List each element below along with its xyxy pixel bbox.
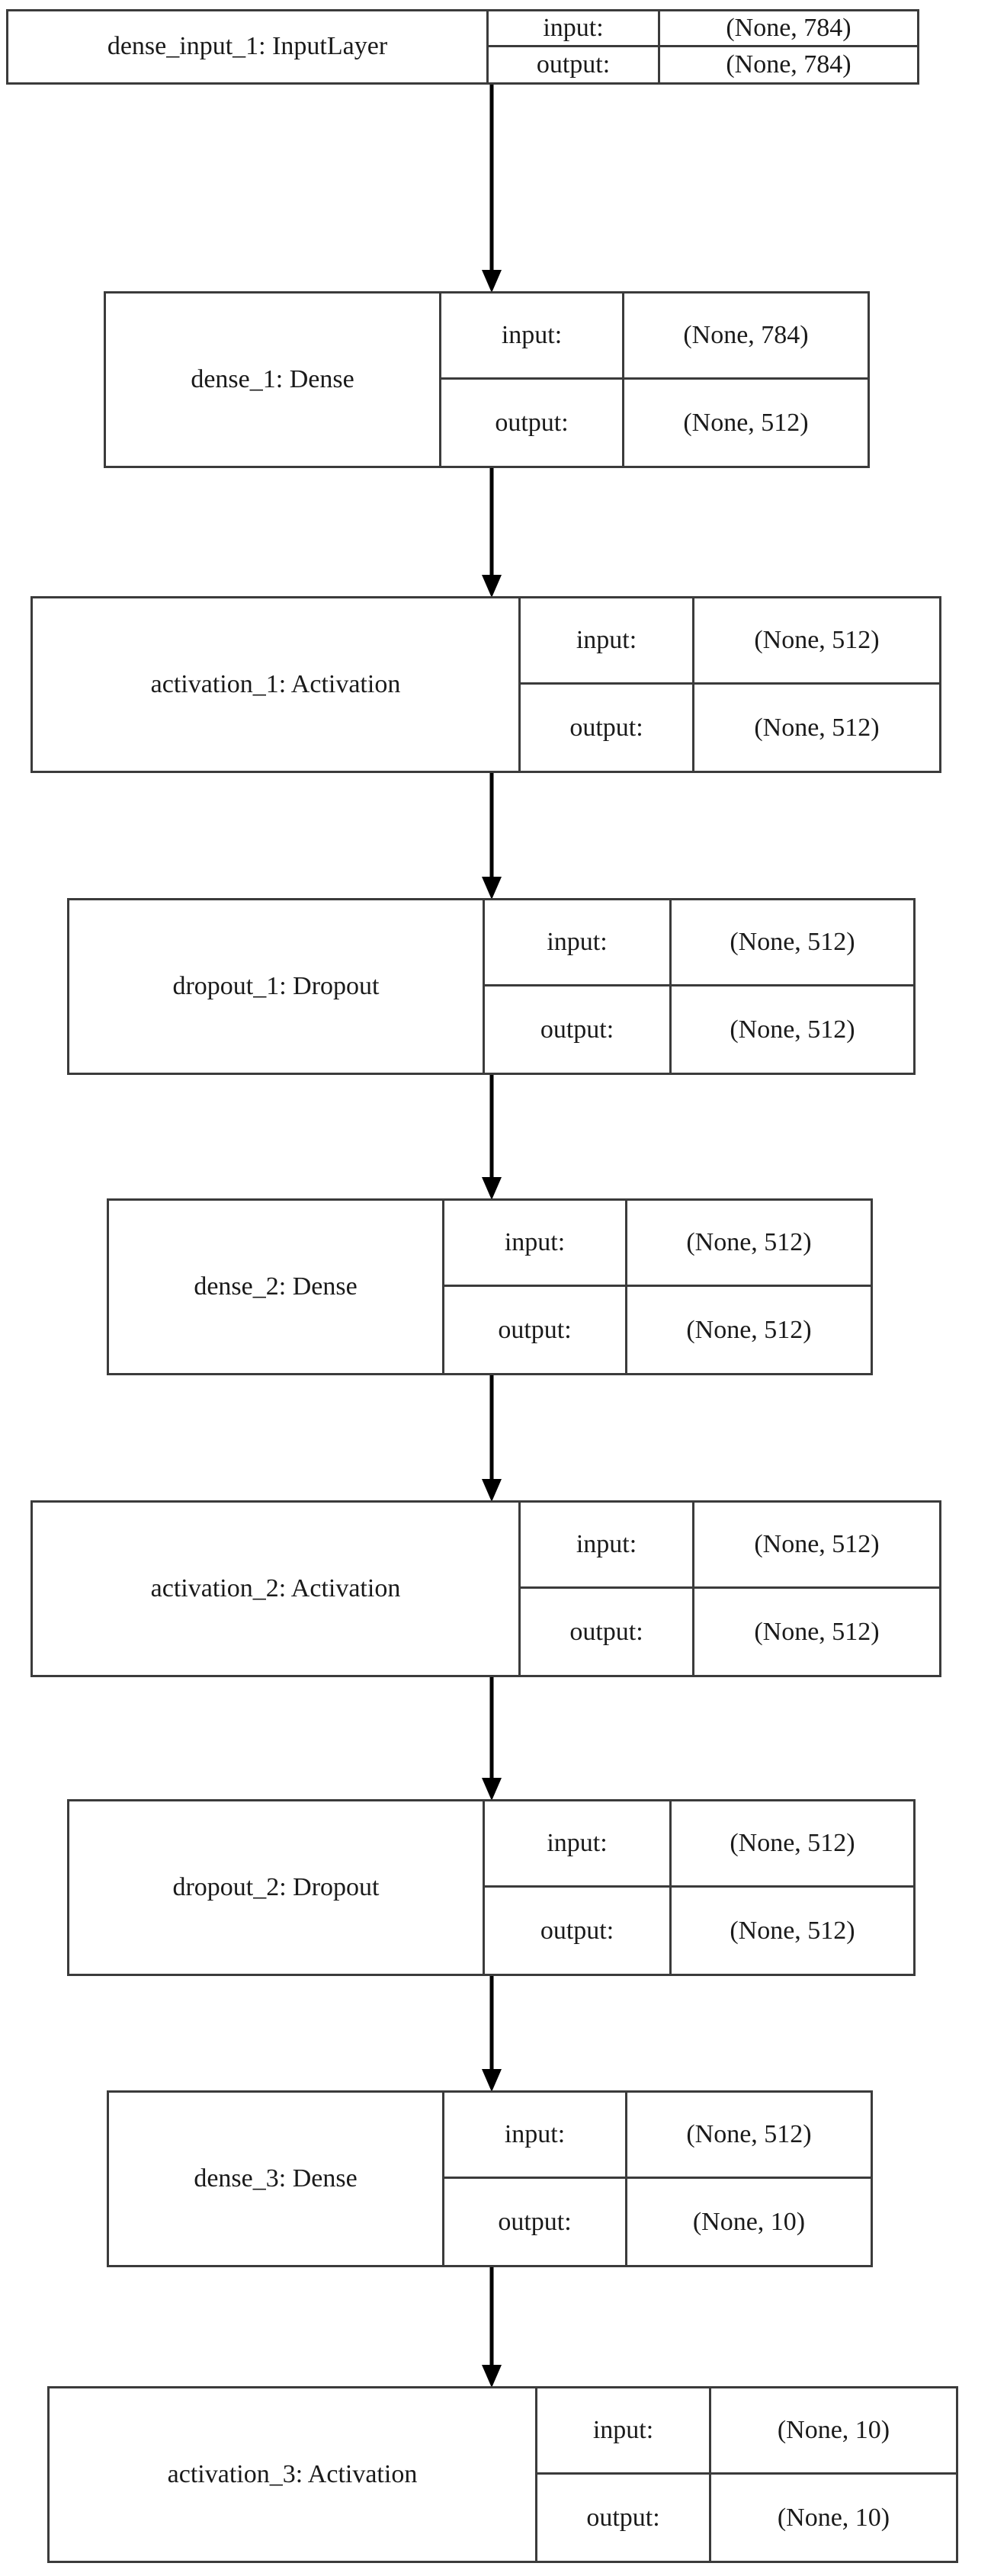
layer-name-label: dense_2: Dense	[109, 1201, 444, 1373]
io-row-output: output: (None, 512)	[485, 986, 913, 1073]
input-shape-value: (None, 784)	[683, 321, 809, 349]
layer-io-table: input: (None, 784) output: (None, 784)	[489, 11, 917, 82]
io-row-input: input: (None, 512)	[521, 1503, 939, 1589]
io-row-input: input: (None, 784)	[441, 294, 868, 380]
output-shape-value: (None, 10)	[692, 2207, 806, 2236]
input-label: input:	[521, 598, 694, 682]
layer-io-table: input: (None, 512) output: (None, 512)	[521, 1503, 939, 1675]
output-shape-value: (None, 512)	[730, 1916, 855, 1945]
arrow-head-icon	[482, 2365, 502, 2388]
input-shape-value: (None, 784)	[726, 13, 851, 42]
input-label: input:	[444, 2093, 627, 2177]
arrow-head-icon	[482, 2069, 502, 2092]
output-shape-value: (None, 512)	[686, 1315, 812, 1344]
output-shape-value: (None, 512)	[730, 1015, 855, 1044]
layer-io-table: input: (None, 784) output: (None, 512)	[441, 294, 868, 466]
layer-io-table: input: (None, 512) output: (None, 512)	[485, 1801, 913, 1974]
edge-arrow	[482, 1677, 502, 1801]
output-label: output:	[441, 380, 624, 466]
input-shape-value: (None, 512)	[754, 1530, 880, 1558]
edge-arrow	[482, 85, 502, 293]
input-label: input:	[521, 1503, 694, 1586]
output-shape-value: (None, 784)	[726, 50, 851, 79]
input-shape-value: (None, 10)	[777, 2416, 890, 2444]
output-label: output:	[521, 1589, 694, 1675]
layer-name-label: dropout_2: Dropout	[69, 1801, 485, 1974]
io-row-output: output: (None, 10)	[537, 2475, 956, 2561]
edge-arrow	[482, 1375, 502, 1502]
input-label: input:	[444, 1201, 627, 1285]
arrow-head-icon	[482, 575, 502, 598]
edge-arrow	[482, 2267, 502, 2388]
input-shape-value: (None, 512)	[730, 1829, 855, 1857]
layer-name-label: activation_2: Activation	[33, 1503, 521, 1675]
io-row-input: input: (None, 512)	[485, 900, 913, 986]
io-row-input: input: (None, 512)	[485, 1801, 913, 1888]
edge-arrow	[482, 1976, 502, 2092]
output-label: output:	[485, 1888, 672, 1974]
io-row-output: output: (None, 512)	[521, 685, 939, 771]
layer-name-label: dense_1: Dense	[106, 294, 441, 466]
output-label: output:	[489, 47, 660, 82]
input-label: input:	[441, 294, 624, 377]
layer-io-table: input: (None, 10) output: (None, 10)	[537, 2388, 956, 2561]
input-shape-value: (None, 512)	[754, 626, 880, 654]
input-shape-value: (None, 512)	[730, 928, 855, 956]
arrow-head-icon	[482, 1778, 502, 1801]
arrow-head-icon	[482, 877, 502, 900]
layer-io-table: input: (None, 512) output: (None, 512)	[485, 900, 913, 1073]
arrow-head-icon	[482, 1479, 502, 1502]
edge-arrow	[482, 468, 502, 598]
edge-arrow	[482, 1075, 502, 1200]
input-label: input:	[537, 2388, 711, 2472]
output-label: output:	[444, 2179, 627, 2265]
io-row-input: input: (None, 512)	[444, 1201, 871, 1287]
arrow-head-icon	[482, 270, 502, 293]
input-label: input:	[485, 1801, 672, 1885]
edge-arrow	[482, 773, 502, 900]
output-label: output:	[537, 2475, 711, 2561]
io-row-input: input: (None, 512)	[521, 598, 939, 685]
io-row-input: input: (None, 512)	[444, 2093, 871, 2179]
io-row-input: input: (None, 10)	[537, 2388, 956, 2475]
layer-name-label: activation_3: Activation	[50, 2388, 537, 2561]
layer-io-table: input: (None, 512) output: (None, 512)	[521, 598, 939, 771]
io-row-output: output: (None, 512)	[441, 380, 868, 466]
arrow-head-icon	[482, 1177, 502, 1200]
output-label: output:	[444, 1287, 627, 1373]
io-row-output: output: (None, 512)	[521, 1589, 939, 1675]
io-row-output: output: (None, 10)	[444, 2179, 871, 2265]
input-shape-value: (None, 512)	[686, 1228, 812, 1256]
output-shape-value: (None, 10)	[777, 2503, 890, 2532]
io-row-output: output: (None, 784)	[489, 47, 917, 82]
input-label: input:	[489, 11, 660, 45]
output-label: output:	[485, 986, 672, 1073]
output-label: output:	[521, 685, 694, 771]
input-shape-value: (None, 512)	[686, 2120, 812, 2148]
input-label: input:	[485, 900, 672, 984]
layer-name-label: dropout_1: Dropout	[69, 900, 485, 1073]
io-row-output: output: (None, 512)	[444, 1287, 871, 1373]
io-row-input: input: (None, 784)	[489, 11, 917, 47]
layer-io-table: input: (None, 512) output: (None, 10)	[444, 2093, 871, 2265]
output-shape-value: (None, 512)	[683, 408, 809, 437]
layer-io-table: input: (None, 512) output: (None, 512)	[444, 1201, 871, 1373]
io-row-output: output: (None, 512)	[485, 1888, 913, 1974]
layer-name-label: dense_3: Dense	[109, 2093, 444, 2265]
layer-name-label: activation_1: Activation	[33, 598, 521, 771]
output-shape-value: (None, 512)	[754, 1617, 880, 1646]
output-shape-value: (None, 512)	[754, 713, 880, 742]
layer-name-label: dense_input_1: InputLayer	[8, 11, 489, 82]
